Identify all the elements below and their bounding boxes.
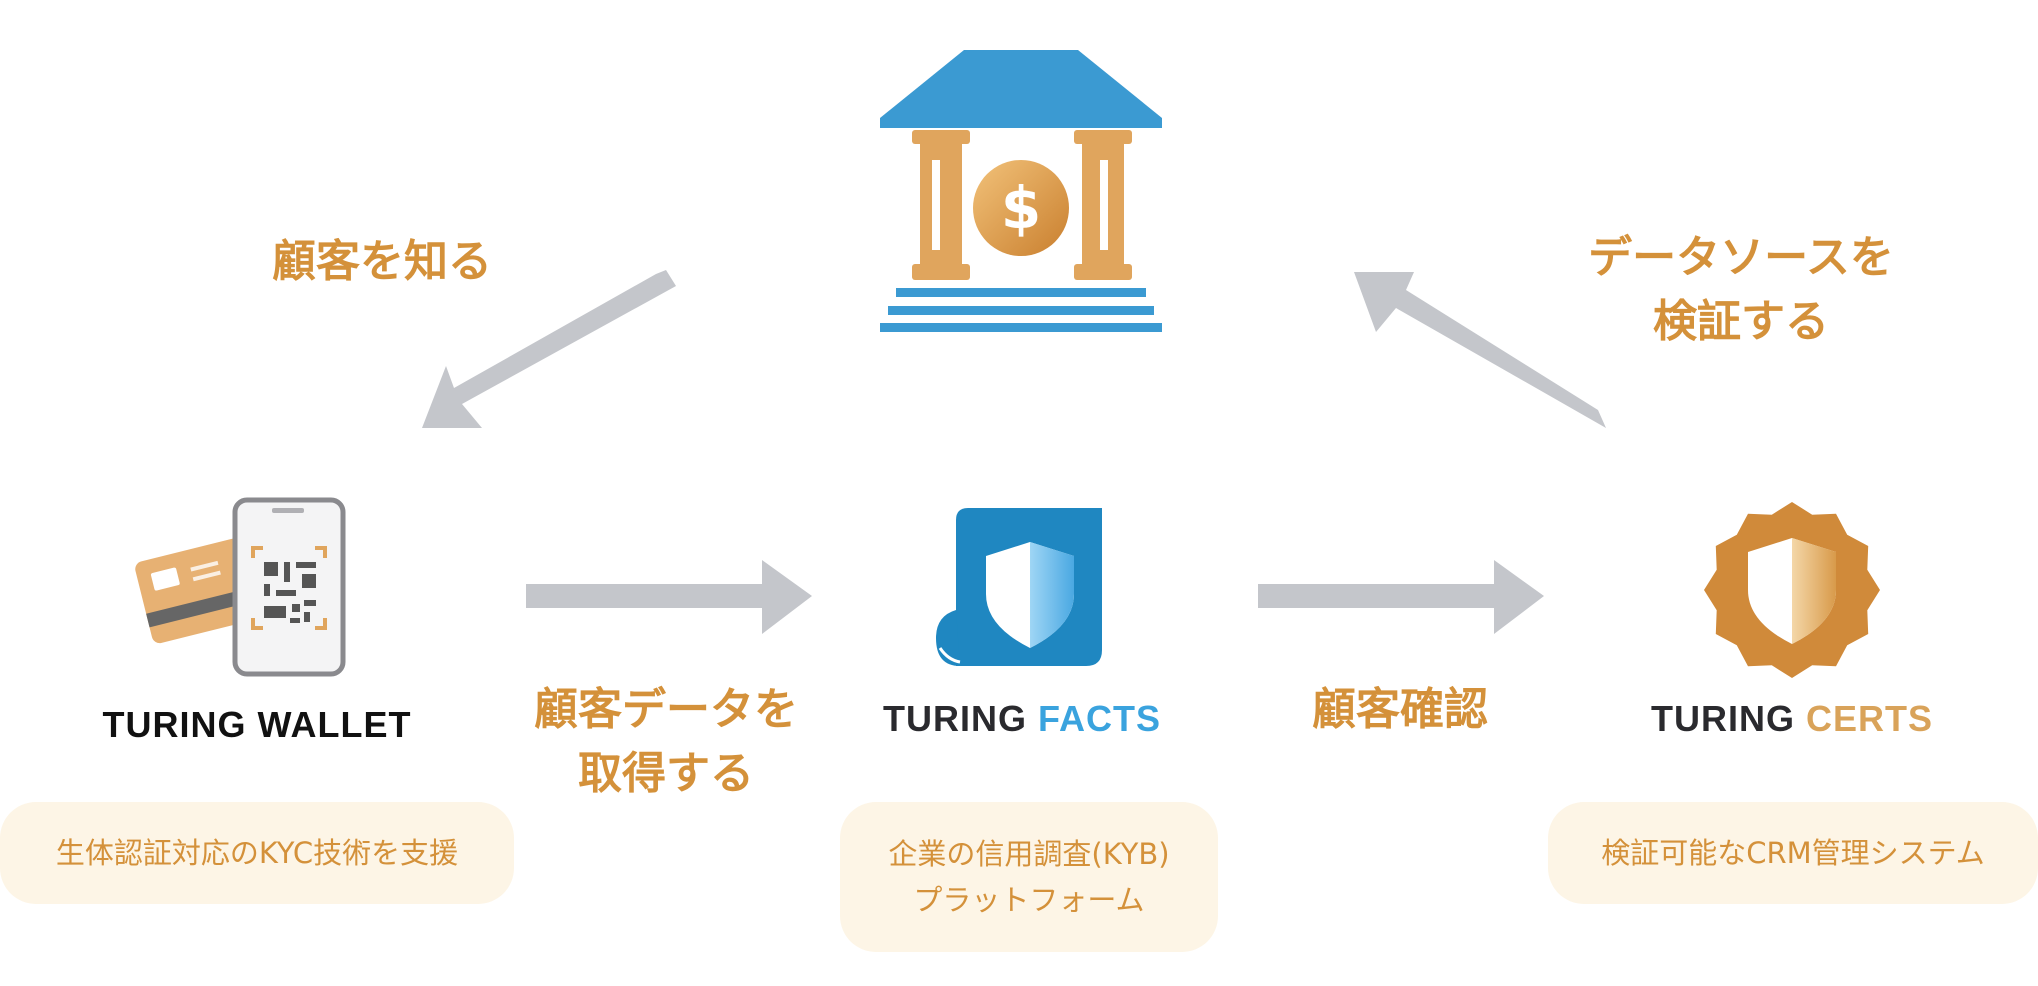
get-data-line1: 顧客データを <box>534 684 798 735</box>
confirm-customer-label: 顧客確認 <box>1312 684 1488 735</box>
arrow-certs-to-bank <box>1354 272 1606 428</box>
verify-source-label: データソースを 検証する <box>1576 226 1906 354</box>
certs-description-pill: 検証可能なCRM管理システム <box>1548 802 2038 904</box>
facts-description-line2: プラットフォーム <box>913 883 1145 917</box>
shield-document-icon <box>936 508 1102 666</box>
verify-source-line1: データソースを <box>1588 232 1894 283</box>
dollar-coin-icon: $ <box>973 160 1069 256</box>
facts-brand-facts: FACTS <box>1037 698 1161 739</box>
bank-icon: $ <box>880 50 1162 332</box>
wallet-description-pill: 生体認証対応のKYC技術を支援 <box>0 802 514 904</box>
know-customer-label: 顧客を知る <box>272 236 492 287</box>
verify-source-line2: 検証する <box>1653 295 1829 347</box>
facts-description-line1: 企業の信用調査(KYB) <box>888 836 1170 871</box>
svg-text:$: $ <box>1001 174 1041 242</box>
facts-brand-turing: TURING <box>882 698 1038 739</box>
certs-brand-name: TURING CERTS <box>1632 698 1952 740</box>
arrow-wallet-to-facts <box>526 560 812 634</box>
arrow-bank-to-wallet <box>422 270 676 428</box>
certs-brand-certs: CERTS <box>1805 698 1933 739</box>
certs-description: 検証可能なCRM管理システム <box>1601 835 1985 870</box>
arrow-facts-to-certs <box>1258 560 1544 634</box>
wallet-brand-text: TURING WALLET <box>102 704 412 745</box>
phone-qr-icon <box>232 497 346 677</box>
facts-description-pill: 企業の信用調査(KYB) プラットフォーム <box>840 802 1218 952</box>
shield-badge-icon <box>1704 502 1880 678</box>
get-data-line2: 取得する <box>578 747 754 799</box>
certs-brand-turing: TURING <box>1650 698 1806 739</box>
wallet-brand-name: TURING WALLET <box>80 704 434 746</box>
get-data-label: 顧客データを 取得する <box>516 678 816 806</box>
facts-brand-name: TURING FACTS <box>862 698 1182 740</box>
wallet-description: 生体認証対応のKYC技術を支援 <box>55 835 459 870</box>
